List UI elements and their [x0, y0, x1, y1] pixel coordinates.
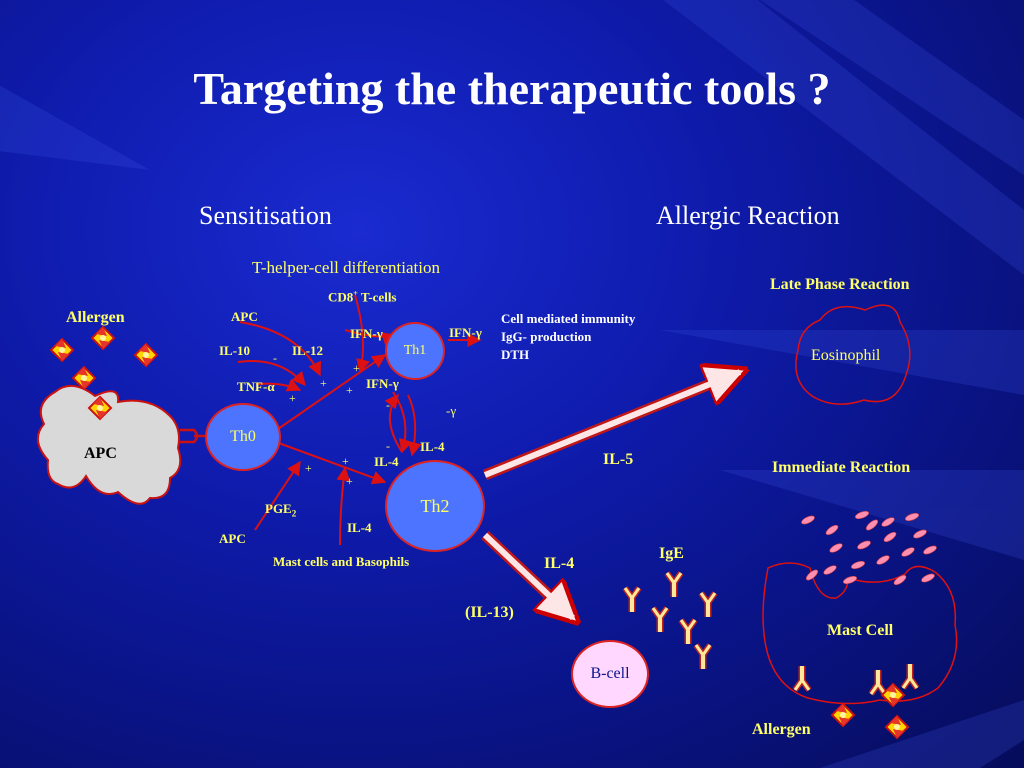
sign: +	[346, 474, 353, 488]
il4-th2-right-label: IL-4	[420, 439, 445, 454]
sign: +	[346, 383, 353, 397]
late-phase-label: Late Phase Reaction	[770, 276, 910, 293]
cd8-label: CD8+ T-cells	[328, 289, 397, 305]
eosinophil-shape	[795, 304, 911, 405]
bcell: B-cell	[571, 640, 649, 708]
pge2-label: PGE2	[265, 501, 297, 519]
sign: -	[386, 439, 390, 453]
sign: +	[305, 461, 312, 475]
ifn-mid-label: IFN-γ	[366, 376, 399, 391]
gamma-label: -γ	[446, 403, 457, 418]
il12-label: IL-12	[292, 343, 324, 358]
ige-label: IgE	[659, 545, 684, 562]
big-arrows	[481, 372, 740, 618]
il4-th2-left-label: IL-4	[374, 454, 399, 469]
mast-cell-label: Mast Cell	[827, 622, 894, 639]
il10-label: IL-10	[219, 343, 251, 358]
immediate-reaction-label: Immediate Reaction	[772, 459, 911, 476]
allergen-label-right: Allergen	[752, 721, 811, 738]
apc-top-label: APC	[231, 309, 258, 324]
th0-label: Th0	[230, 428, 256, 445]
apc-bottom-label: APC	[219, 531, 246, 546]
th2-cell: Th2	[385, 460, 485, 552]
sign: -	[273, 351, 277, 365]
ifn-th1-out-label: IFN-γ	[449, 325, 482, 340]
mast-cell-shape	[762, 562, 958, 705]
mast-basophils-label: Mast cells and Basophils	[273, 554, 410, 569]
sign: +	[342, 454, 349, 468]
il4-bottom-label: IL-4	[347, 520, 372, 535]
il4-bcell-label: IL-4	[544, 555, 575, 572]
sensitisation-heading: Sensitisation	[199, 201, 332, 230]
apc-receptor	[180, 428, 205, 444]
differentiation-arrows	[237, 294, 482, 546]
slide-title: Targeting the therapeutic tools ?	[193, 63, 831, 114]
sign: +	[289, 391, 296, 405]
tnf-label: TNF-α	[237, 379, 275, 394]
igg-line: IgG- production	[501, 329, 592, 344]
ifn-th1-in-label: IFN-γ	[350, 326, 383, 341]
sign: +	[320, 376, 327, 390]
bcell-label: B-cell	[590, 665, 630, 682]
dth-line: DTH	[501, 347, 530, 362]
apc-cell-label: APC	[84, 445, 117, 462]
th1-label: Th1	[403, 343, 427, 358]
il5-label: IL-5	[603, 451, 634, 468]
allergic-reaction-heading: Allergic Reaction	[656, 201, 840, 230]
eosinophil-label: Eosinophil	[811, 347, 881, 364]
sign: +	[353, 361, 360, 375]
apc-cell-shape	[37, 385, 182, 505]
th2-label: Th2	[420, 495, 450, 516]
th1-cell: Th1	[385, 322, 445, 380]
cmi-line: Cell mediated immunity	[501, 311, 636, 326]
allergen-label-left: Allergen	[66, 309, 125, 326]
sign: -	[386, 398, 390, 412]
cmi-block: Cell mediated immunity IgG- production D…	[501, 310, 635, 364]
il13-label: (IL-13)	[465, 604, 514, 621]
th0-cell: Th0	[205, 403, 281, 471]
th-differentiation-label: T-helper-cell differentiation	[252, 258, 440, 277]
